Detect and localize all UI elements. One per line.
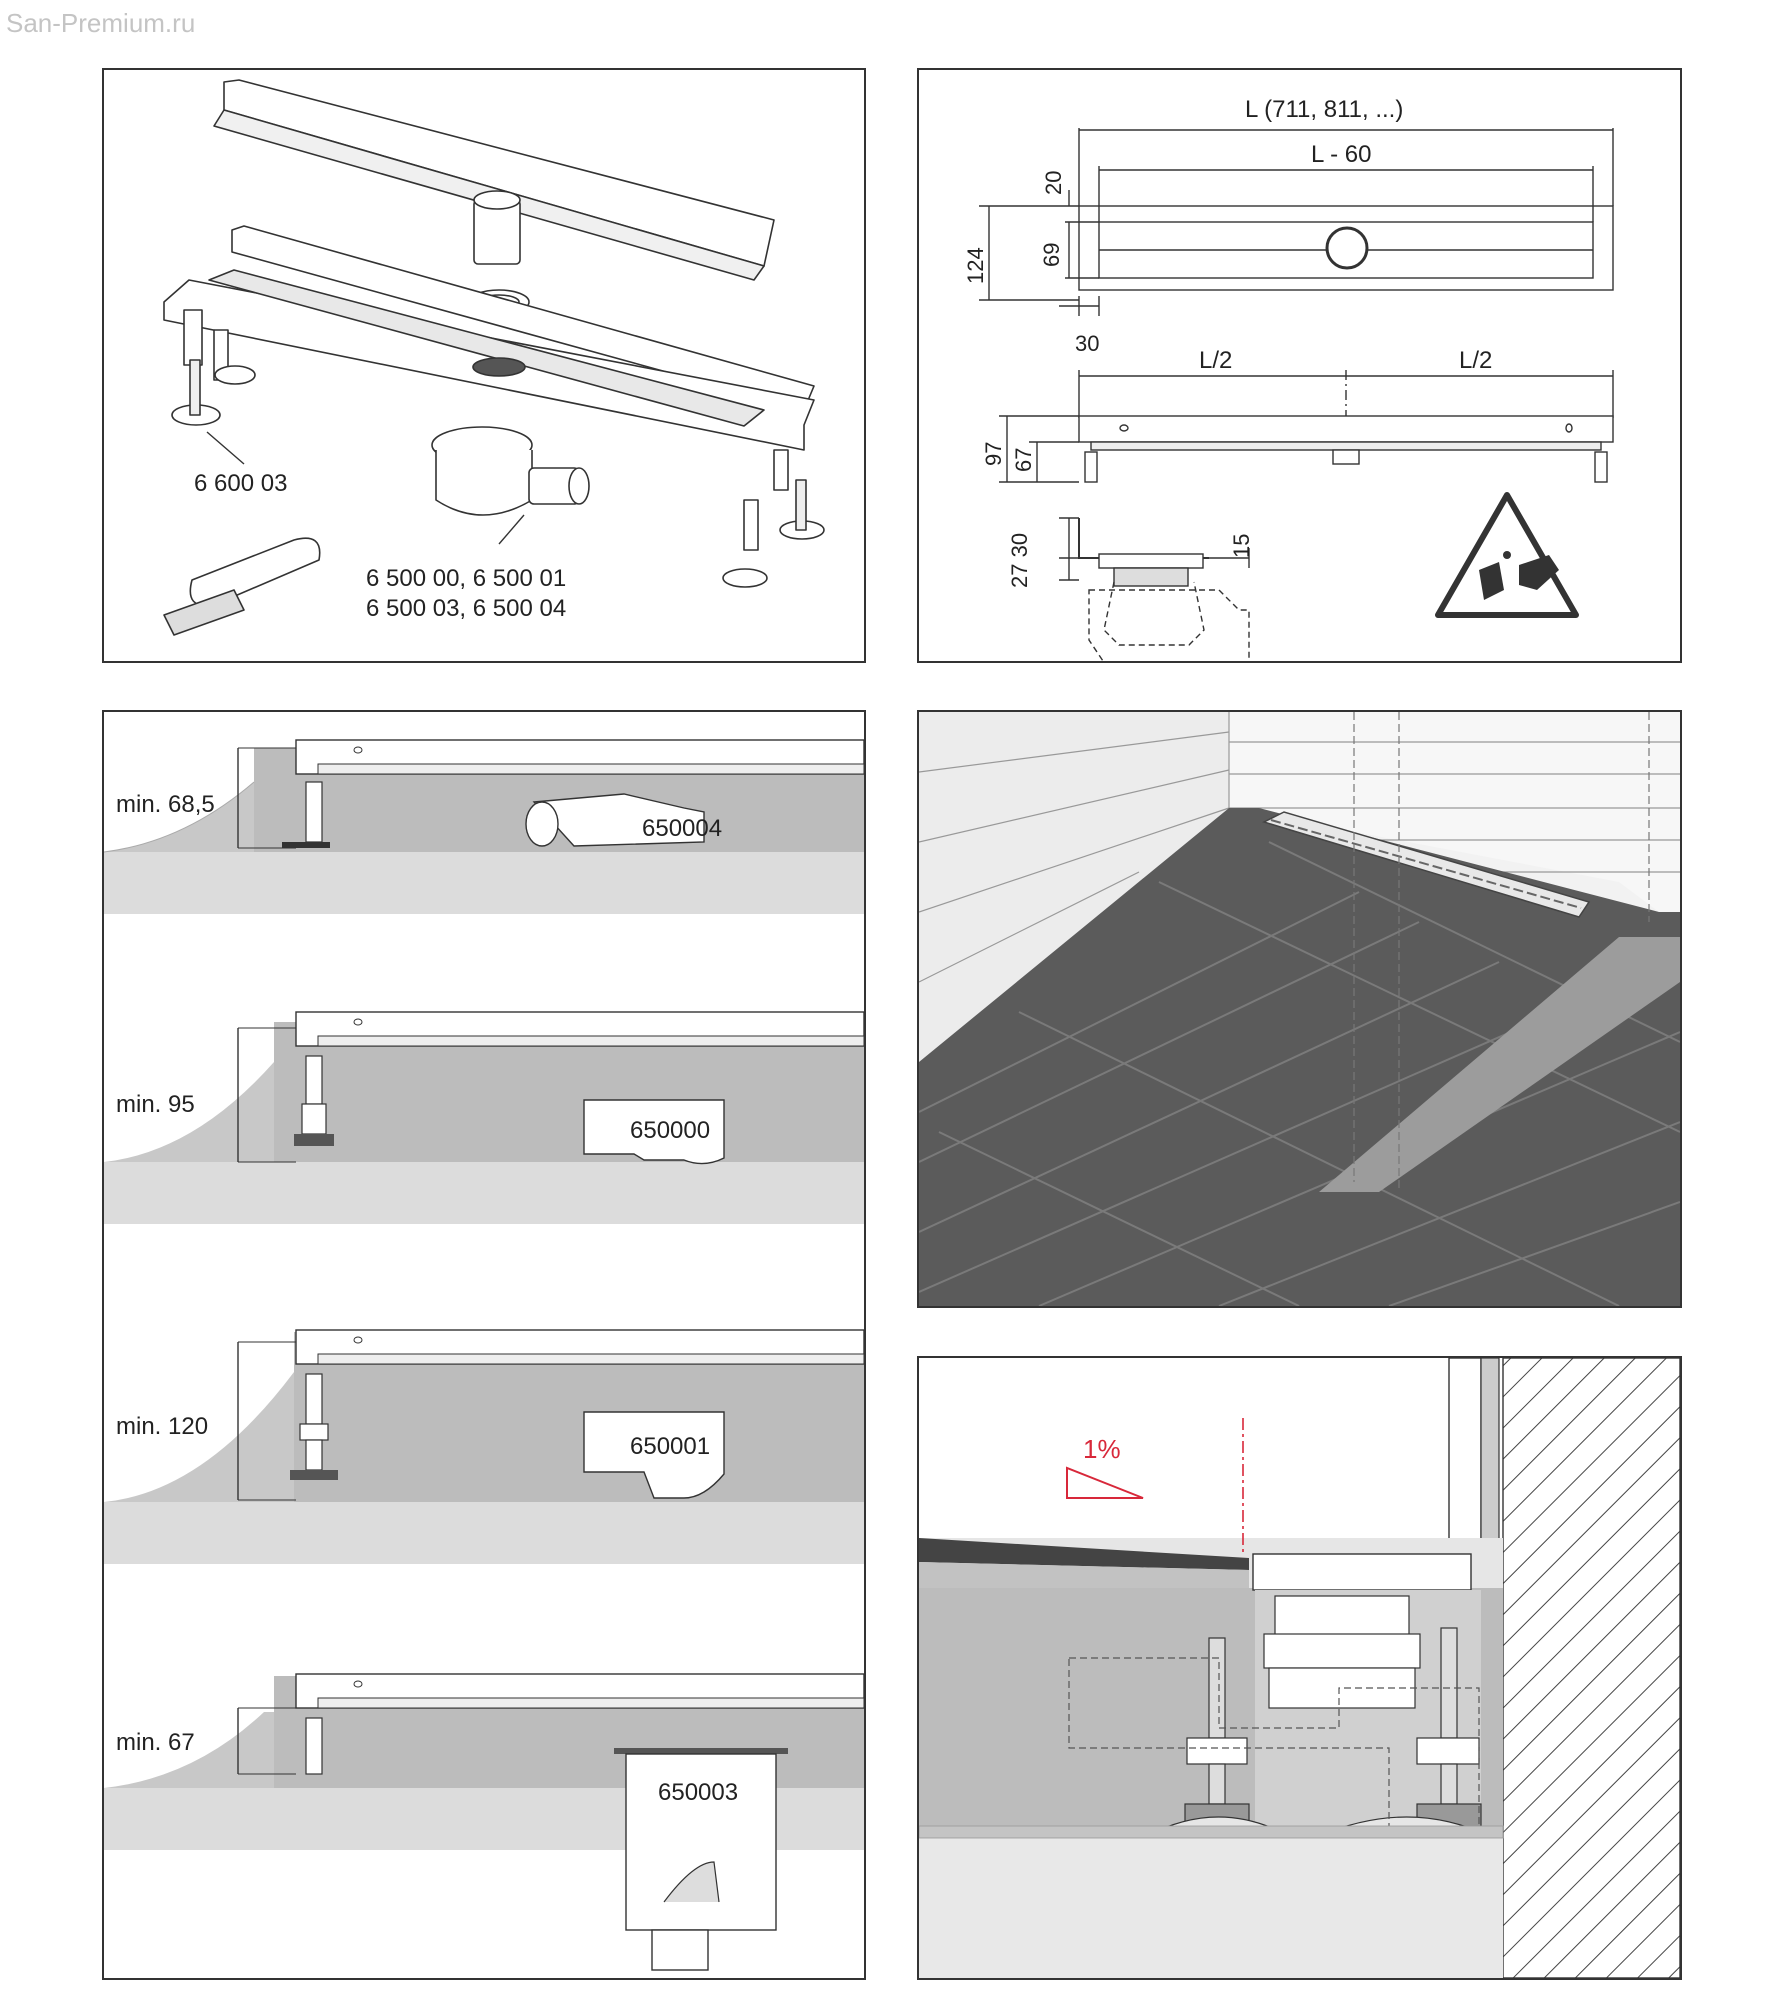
siphon-part-numbers-line-1: 6 500 00, 6 500 01 — [366, 565, 566, 592]
dim-inner-length: L - 60 — [1311, 141, 1371, 168]
watermark: San-Premium.ru — [6, 8, 196, 38]
variant-4-min-height: min. 67 — [116, 1729, 195, 1756]
dim-half-right: L/2 — [1459, 347, 1492, 374]
variant-2-min-height: min. 95 — [116, 1091, 195, 1118]
tiled-floor-panel — [917, 710, 1682, 1308]
cross-section-panel: 1% — [917, 1356, 1682, 1980]
dim-27-30: 27 30 — [1007, 533, 1032, 588]
slope-percentage: 1% — [1083, 1434, 1121, 1464]
dim-20: 20 — [1041, 171, 1066, 195]
feet-part-number: 6 600 03 — [194, 470, 287, 497]
dim-124: 124 — [963, 247, 988, 284]
variant-1: min. 68,5 650004 — [104, 739, 864, 914]
dimensions-drawing: L (711, 811, ...) L - 60 20 124 69 30 L/… — [963, 96, 1614, 661]
cross-section-drawing: 1% — [919, 1358, 1680, 1978]
dim-total-length: L (711, 811, ...) — [1245, 96, 1403, 123]
variant-1-min-height: min. 68,5 — [116, 791, 215, 818]
dim-69: 69 — [1039, 243, 1064, 267]
variant-4: min. 67 650003 — [104, 1673, 864, 1971]
variant-3: min. 120 650001 — [104, 1329, 864, 1564]
variant-2: min. 95 650000 — [104, 1011, 864, 1224]
installation-variants-panel: min. 68,5 650004 min. 95 650000 — [102, 710, 866, 1980]
dim-15: 15 — [1229, 534, 1254, 558]
variant-3-siphon-code: 650001 — [630, 1433, 710, 1460]
dim-half-left: L/2 — [1199, 347, 1232, 374]
dim-67: 67 — [1011, 448, 1036, 472]
installation-variants-drawing: min. 68,5 650004 min. 95 650000 — [104, 739, 864, 1971]
variant-4-siphon-code: 650003 — [658, 1779, 738, 1806]
exploded-view-drawing: 6 600 03 6 500 00, 6 500 01 6 500 03, 6 … — [163, 79, 825, 636]
siphon-part-numbers-line-2: 6 500 03, 6 500 04 — [366, 595, 566, 622]
exploded-view-panel: 6 600 03 6 500 00, 6 500 01 6 500 03, 6 … — [102, 68, 866, 663]
variant-2-siphon-code: 650000 — [630, 1117, 710, 1144]
dim-97: 97 — [981, 442, 1006, 466]
dimensions-panel: L (711, 811, ...) L - 60 20 124 69 30 L/… — [917, 68, 1682, 663]
dim-30: 30 — [1075, 331, 1099, 356]
variant-3-min-height: min. 120 — [116, 1413, 208, 1440]
tiled-floor-drawing — [919, 712, 1680, 1306]
variant-1-siphon-code: 650004 — [642, 815, 722, 842]
